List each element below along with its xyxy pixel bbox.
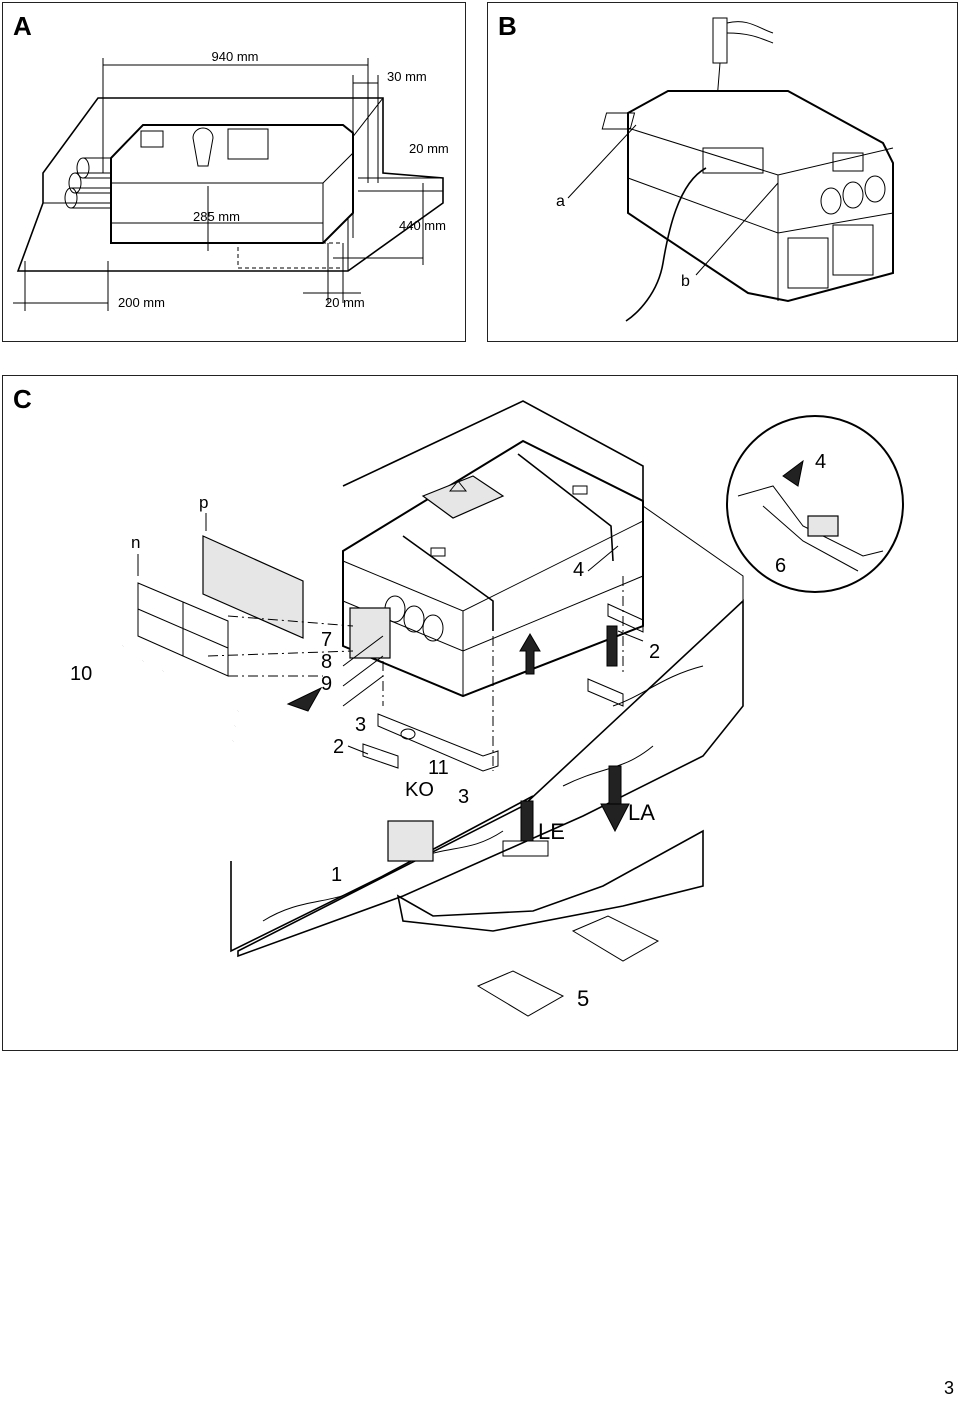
figure-panel-c: C xyxy=(2,375,958,1051)
label-7: 7 xyxy=(321,629,332,651)
panel-c-letter: C xyxy=(13,384,32,414)
detail-buckle xyxy=(807,515,839,537)
panel-b-drawing: a b xyxy=(556,17,894,322)
dim-20-top-label: 20 mm xyxy=(409,141,449,156)
warning-triangle-icon xyxy=(448,480,468,492)
label-n: n xyxy=(131,533,140,552)
label-b-leader xyxy=(695,182,779,276)
detail-arrow xyxy=(782,459,804,487)
floor-mesh-5 xyxy=(476,915,660,1017)
wire-connector xyxy=(712,17,728,64)
dim-285-label: 285 mm xyxy=(193,209,240,224)
air-inlet-arrow-le xyxy=(502,800,549,857)
filter-p xyxy=(202,535,304,639)
insert-direction-arrow xyxy=(286,686,323,712)
panel-b-letter: B xyxy=(498,11,517,41)
label-b: b xyxy=(681,273,690,290)
unit-body xyxy=(110,124,354,244)
mounting-clip-rear xyxy=(607,603,644,633)
floor-opening xyxy=(237,242,344,269)
fixing-straps xyxy=(402,453,614,631)
floor-cutout xyxy=(396,829,704,932)
label-3-left: 3 xyxy=(355,714,366,736)
wood-base-top xyxy=(237,599,744,958)
dim-440-label: 440 mm xyxy=(399,218,446,233)
dim-200-line xyxy=(13,261,109,311)
label-le: LE xyxy=(538,819,565,844)
dim-30-line xyxy=(352,75,379,238)
label-detail-4: 4 xyxy=(815,451,826,473)
cabinet-outline xyxy=(16,97,444,272)
lift-arrow-icon xyxy=(519,633,541,675)
label-5: 5 xyxy=(577,986,589,1011)
mounting-clip-left xyxy=(362,743,399,769)
unit-edges xyxy=(111,152,354,243)
assembly-guide-lines xyxy=(207,615,354,677)
figure-panel-a: A 940 mm 30 mm 20 mm 285 mm 4 xyxy=(2,2,466,342)
unit-panel-small xyxy=(140,130,164,148)
outlet-ports xyxy=(384,595,444,642)
dim-940-label: 940 mm xyxy=(212,49,259,64)
label-1: 1 xyxy=(331,864,342,886)
dim-940-line xyxy=(102,58,369,183)
label-2-right-leader xyxy=(617,630,644,642)
vertical-guide-lines xyxy=(382,576,624,771)
wood-base-front xyxy=(230,795,534,953)
label-3-right: 3 xyxy=(458,786,469,808)
strap-buckle-1 xyxy=(572,485,588,495)
label-p: p xyxy=(199,493,208,512)
filter-frame-n-grid xyxy=(137,602,229,656)
push-arrow-icon xyxy=(606,625,618,667)
panel-a-letter: A xyxy=(13,11,32,41)
dim-20-bottom-line xyxy=(303,243,361,303)
label-detail-6: 6 xyxy=(775,555,786,577)
mounting-bracket-front xyxy=(377,713,499,772)
label-10: 10 xyxy=(70,663,92,685)
power-cable xyxy=(625,167,707,322)
dim-20-top-line xyxy=(358,177,443,192)
page-number: 3 xyxy=(943,1378,954,1398)
flexible-ducts xyxy=(108,643,241,765)
shelf-side xyxy=(642,505,744,601)
dim-30-label: 30 mm xyxy=(387,69,427,84)
strap-buckle-2 xyxy=(430,547,446,557)
unit-intake-mesh xyxy=(349,607,391,659)
terminal-box xyxy=(702,147,764,174)
labels-7-8-9-leaders xyxy=(342,635,384,707)
dim-20-bottom-label: 20 mm xyxy=(325,295,365,310)
label-11: 11 xyxy=(428,757,449,779)
drain-plug-ko xyxy=(400,728,416,740)
label-la: LA xyxy=(628,800,655,825)
mounting-clip-right xyxy=(587,678,624,707)
label-ko: KO xyxy=(405,779,434,801)
label-9: 9 xyxy=(321,673,332,695)
unit-housing-edges xyxy=(627,127,894,301)
wood-grain xyxy=(262,665,704,922)
label-2-left: 2 xyxy=(333,736,344,758)
dim-440-line xyxy=(333,183,424,265)
figure-panel-b: B a b xyxy=(487,2,958,342)
unit-cover-left xyxy=(601,112,636,130)
detail-strap xyxy=(737,485,884,572)
air-outlet-arrow-la xyxy=(600,765,630,833)
label-4: 4 xyxy=(573,559,584,581)
panel-a-drawing: 940 mm 30 mm 20 mm 285 mm 440 mm 200 mm … xyxy=(13,49,449,311)
label-a: a xyxy=(556,193,565,210)
label-4-leader xyxy=(587,545,619,572)
unit-control-panel xyxy=(227,128,269,160)
unit-housing xyxy=(627,90,894,303)
unit-keyhole xyxy=(192,127,214,167)
dim-200-label: 200 mm xyxy=(118,295,165,310)
label-2-left-leader xyxy=(347,745,369,755)
label-2-right: 2 xyxy=(649,641,660,663)
housing-grilles xyxy=(787,224,874,289)
panel-c-drawing: n p 10 7 8 9 3 2 11 KO 3 1 4 2 LE LA 5 4… xyxy=(70,400,904,1017)
outlet-ports xyxy=(820,175,886,215)
detail-inset-circle xyxy=(726,415,904,593)
label-8: 8 xyxy=(321,651,332,673)
unit-cover-right xyxy=(832,152,864,172)
floor-vent-1 xyxy=(387,820,434,862)
label-a-leader xyxy=(567,124,637,199)
